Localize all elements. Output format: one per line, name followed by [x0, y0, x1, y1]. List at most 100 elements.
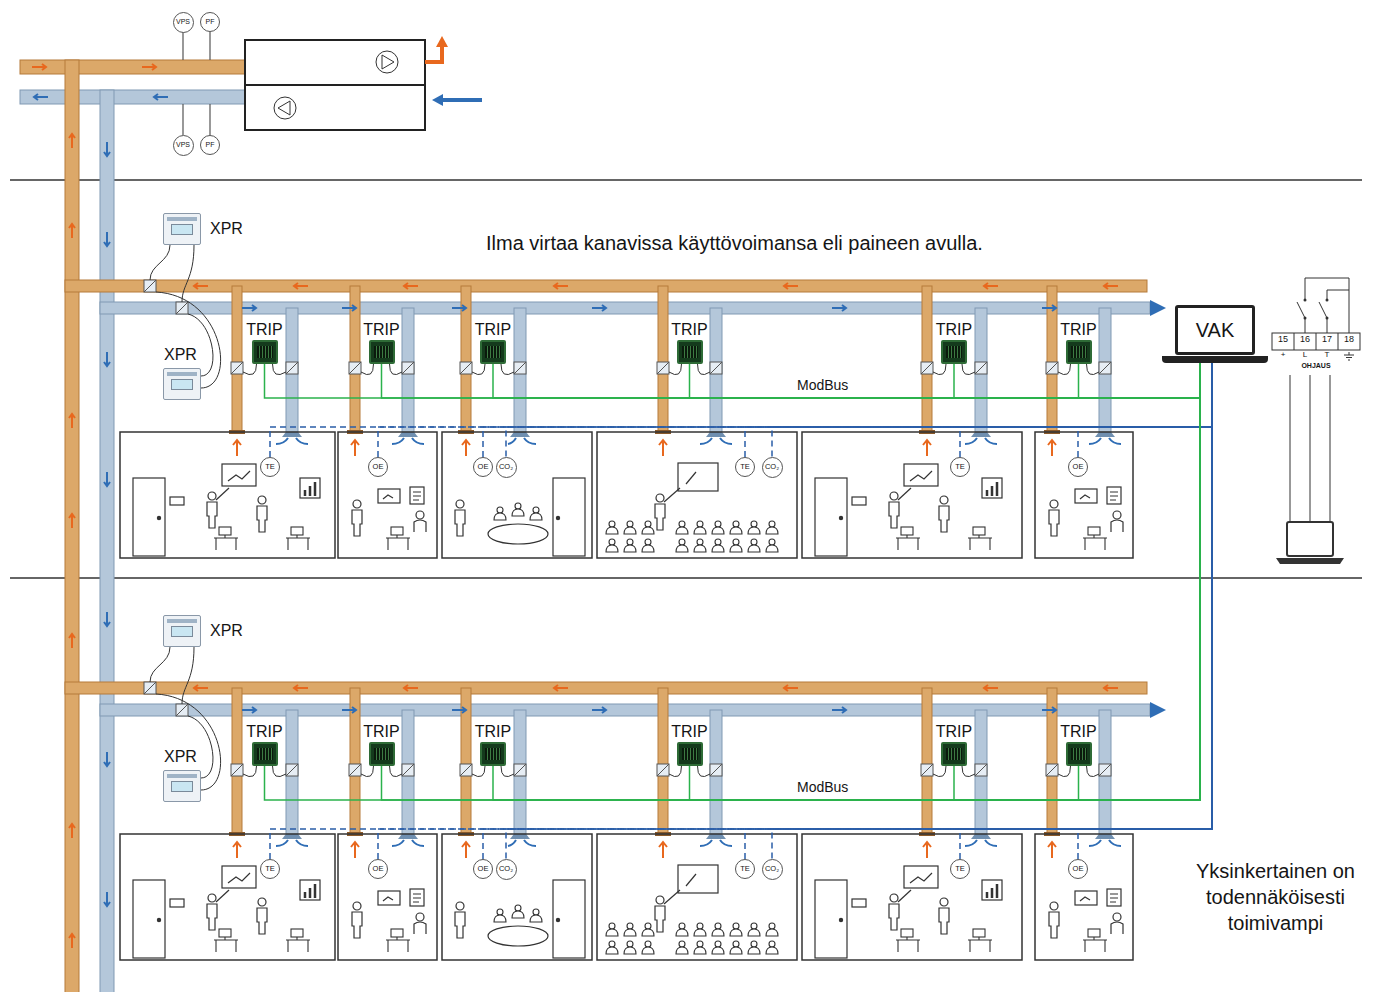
room-sensor-circle: CO₂	[496, 859, 517, 880]
terminal-sign-box: L	[1294, 351, 1316, 360]
node-text: TRIP	[475, 723, 511, 741]
terminal-title-box: OHJAUS	[1272, 362, 1360, 370]
sensor-wire	[960, 363, 1212, 457]
room-controller: TRIP	[252, 340, 278, 364]
node-text: XPR	[210, 220, 243, 238]
controller-caption: TRIP	[246, 321, 282, 339]
room-sensor-circle: TE	[735, 859, 755, 879]
node-text: TRIP	[936, 321, 972, 339]
node-text: XPR	[164, 748, 197, 766]
controller-display	[946, 748, 962, 760]
room-sensor-circle: OE	[1068, 457, 1088, 477]
terminal-sign-box: +	[1272, 351, 1294, 360]
terminal-number-box: 16	[1294, 335, 1316, 345]
room-sensor-circle: CO₂	[496, 457, 517, 478]
controller-caption: TRIP	[936, 723, 972, 741]
room-controller: TRIP	[1066, 340, 1092, 364]
controller-display	[257, 748, 273, 760]
room-controller: TRIP	[677, 340, 703, 364]
room-controller: TRIP	[480, 742, 506, 766]
node-text: PF	[206, 141, 215, 149]
device-caption: XPR	[210, 220, 243, 238]
room-sensor-circle: OE	[473, 457, 493, 477]
node-text: TRIP	[363, 321, 399, 339]
room-sensor-circle: CO₂	[762, 859, 783, 880]
room-sensor-circle: TE	[950, 859, 970, 879]
laptop-base	[1162, 356, 1268, 363]
node-text: TE	[955, 463, 965, 471]
controller-display	[1071, 346, 1087, 358]
pressure-controller: XPR	[163, 615, 201, 647]
room-controller: TRIP	[941, 742, 967, 766]
node-text: TRIP	[246, 321, 282, 339]
controller-caption: TRIP	[363, 321, 399, 339]
node-text: OE	[373, 463, 384, 471]
controller-display	[682, 346, 698, 358]
sensor-wire	[506, 363, 1212, 457]
note-text-box: Yksinkertainen on todennäköisesti toimiv…	[1168, 858, 1383, 936]
modbus-wire	[265, 363, 1201, 800]
node-text: TE	[265, 463, 275, 471]
sensor-wire	[772, 363, 1212, 859]
sensor-wire	[1078, 363, 1212, 859]
node-text: OE	[478, 463, 489, 471]
terminal-number: 17	[1316, 335, 1338, 345]
sensor-wire	[960, 363, 1212, 859]
node-text: TE	[955, 865, 965, 873]
node-text: OE	[373, 865, 384, 873]
node-text: TRIP	[363, 723, 399, 741]
sensor-wire	[506, 363, 1212, 859]
sensor-wire	[378, 363, 1212, 859]
pressure-gauge-circle: VPS	[173, 12, 194, 33]
node-text: OE	[478, 865, 489, 873]
device-display	[171, 379, 193, 390]
terminal-number: 18	[1338, 335, 1360, 345]
node-text: TRIP	[475, 321, 511, 339]
room-controller: TRIP	[480, 340, 506, 364]
terminal-sign: +	[1272, 351, 1294, 360]
terminal-number: 15	[1272, 335, 1294, 345]
controller-display	[374, 346, 390, 358]
note-text-box: Ilma virtaa kanavissa käyttövoimansa eli…	[486, 232, 983, 254]
room-sensor-circle: CO₂	[762, 457, 783, 478]
modbus-wire	[265, 363, 1201, 398]
terminal-number-box: 18	[1338, 335, 1360, 345]
controller-display	[485, 748, 501, 760]
sensor-wire	[483, 363, 1212, 859]
pressure-gauge-circle: PF	[200, 12, 220, 32]
device-caption: XPR	[164, 346, 197, 364]
pressure-controller: XPR	[163, 770, 201, 802]
device-caption: XPR	[164, 748, 197, 766]
room-controller: TRIP	[677, 742, 703, 766]
room-sensor-circle: TE	[950, 457, 970, 477]
bus-label-box: ModBus	[797, 780, 848, 795]
controller-display	[1071, 748, 1087, 760]
controller-caption: TRIP	[1060, 723, 1096, 741]
sensor-wire	[772, 363, 1212, 457]
node-text: CO₂	[499, 865, 513, 873]
terminal-title: OHJAUS	[1272, 362, 1360, 370]
node-text: VAK	[1196, 319, 1235, 341]
node-text: XPR	[164, 346, 197, 364]
node-text: PF	[206, 18, 215, 26]
pressure-gauge-circle: VPS	[173, 135, 194, 156]
node-text: TRIP	[671, 723, 707, 741]
sensor-wire	[483, 363, 1212, 457]
modbus-wire	[493, 363, 1200, 800]
node-text: XPR	[210, 622, 243, 640]
bus-label-box: ModBus	[797, 378, 848, 393]
sensor-wire	[745, 363, 1212, 457]
node-text: VPS	[176, 141, 190, 149]
sensor-wire	[270, 363, 1212, 457]
controller-caption: TRIP	[475, 321, 511, 339]
laptop-display: VAK	[1175, 305, 1255, 355]
room-sensor-circle: OE	[368, 457, 388, 477]
device-bar	[167, 217, 197, 221]
note-text: Yksinkertainen on todennäköisesti toimiv…	[1168, 858, 1383, 936]
node-text: CO₂	[499, 463, 513, 471]
pressure-gauge-circle: PF	[200, 135, 220, 155]
controller-caption: TRIP	[246, 723, 282, 741]
modbus-wire	[690, 363, 1201, 398]
